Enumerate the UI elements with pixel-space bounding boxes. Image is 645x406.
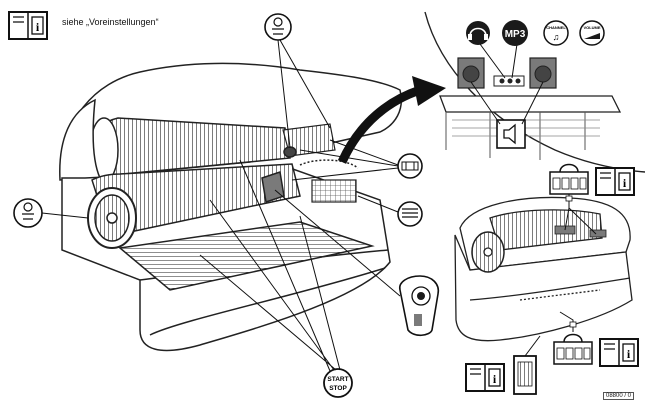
zoom-arrow — [337, 76, 446, 164]
settings-note: siehe „Voreinstellungen“ — [62, 17, 159, 27]
code-lock-icon-top — [549, 163, 597, 235]
detail-zoom-circle — [424, 11, 645, 173]
grille-icon — [357, 195, 423, 227]
hand-control-icon — [274, 189, 440, 337]
headphones-icon — [466, 21, 490, 45]
mp3-label: MP3 — [505, 29, 526, 40]
svg-text:♫: ♫ — [553, 32, 560, 42]
channel-label: CHANNEL — [546, 25, 566, 30]
volume-icon: VOLUME — [579, 20, 605, 46]
svg-text:i: i — [623, 176, 627, 190]
head-fan-symbol-icon — [264, 13, 331, 149]
small-tanning-bed — [454, 196, 633, 342]
info-glyph: i — [36, 20, 40, 34]
info-book-icon-bottom-right: i — [599, 338, 639, 367]
channel-icon: CHANNEL ♫ — [543, 20, 569, 46]
document-id: 08800 / 0 — [603, 392, 635, 400]
main-tanning-bed — [59, 62, 402, 352]
svg-text:i: i — [627, 347, 631, 361]
svg-text:i: i — [493, 372, 497, 386]
code-lock-icon-bottom — [553, 311, 593, 365]
fan-symbol-icon — [13, 198, 89, 228]
info-book-icon-top-right: i — [595, 167, 635, 196]
speaker-buttons-icon — [291, 139, 423, 181]
display-panel-icon — [513, 335, 541, 395]
stop-label: STOP — [329, 385, 347, 392]
info-book-icon: i — [8, 11, 48, 40]
start-label: START — [327, 376, 348, 383]
info-book-icon-bottom: i — [465, 363, 505, 392]
start-stop-icon: START STOP — [199, 159, 353, 398]
mp3-icon: MP3 — [502, 20, 528, 46]
volume-label: VOLUME — [583, 25, 600, 30]
